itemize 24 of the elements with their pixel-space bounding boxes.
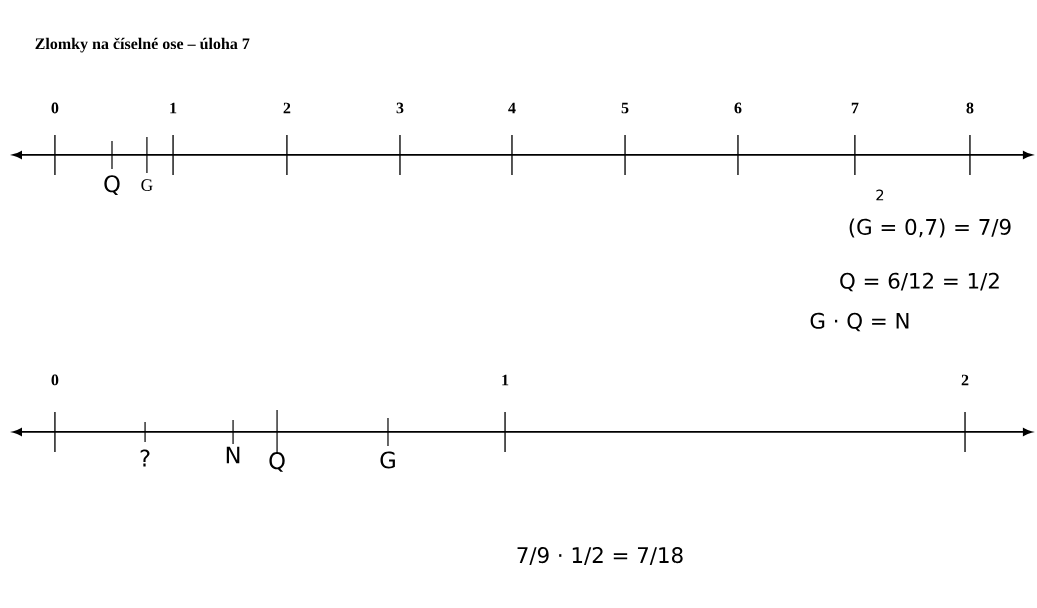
tick-label: 1 [170, 102, 177, 114]
handwritten-note: Q = 6/12 = 1/2 [840, 272, 999, 292]
handwritten-point-label: Q [269, 452, 285, 472]
tick-label: 0 [51, 102, 59, 114]
point-label: G [141, 179, 153, 191]
tick-label: 1 [502, 374, 509, 386]
tick-label: 7 [851, 102, 859, 114]
tick-label: 4 [508, 102, 516, 114]
tick-label: 0 [51, 374, 59, 386]
tick-label: 6 [734, 102, 742, 114]
handwritten-note: 7/9 · 1/2 = 7/18 [517, 547, 683, 565]
tick-label: 2 [961, 374, 969, 386]
handwritten-point-label: Q [104, 175, 120, 195]
tick-label: 3 [396, 102, 404, 114]
tick-label: 5 [621, 102, 629, 114]
title: Zlomky na číselné ose – úloha 7 [35, 37, 250, 53]
handwritten-note: (G = 0,7) = 7/9 [849, 218, 1011, 238]
handwritten-point-label: ? [140, 449, 150, 467]
handwritten-point-label: G [380, 451, 395, 469]
handwritten-digit: 2 [876, 189, 884, 201]
handwritten-point-label: N [226, 446, 240, 464]
tick-label: 2 [283, 102, 291, 114]
handwritten-note: G · Q = N [810, 312, 909, 332]
tick-label: 8 [966, 102, 974, 114]
